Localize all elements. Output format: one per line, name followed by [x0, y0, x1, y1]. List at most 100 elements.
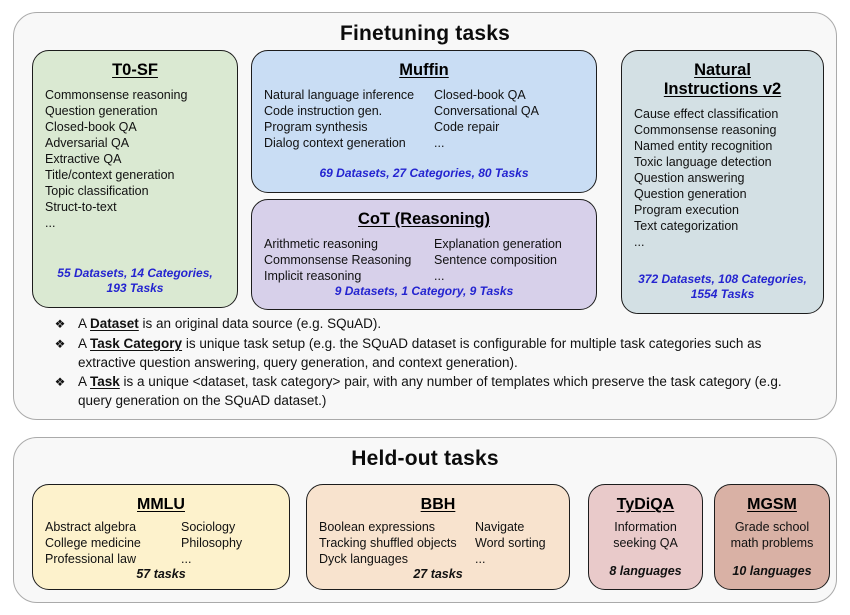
cot-title: CoT (Reasoning): [358, 210, 490, 228]
definition-pre: A: [78, 336, 91, 351]
mmlu-title: MMLU: [137, 496, 185, 513]
t0sf-title: T0-SF: [112, 61, 158, 79]
mmlu-count: 57 tasks: [136, 567, 186, 581]
task-item: ...: [434, 269, 445, 283]
task-item: Program synthesis: [264, 120, 368, 134]
tydiqa-description: Information seeking QA: [595, 519, 696, 551]
definition-text: A Dataset is an original data source (e.…: [78, 314, 818, 334]
description-line: Information: [614, 520, 677, 534]
task-item: ...: [634, 235, 645, 249]
definition-task: ❖ A Task is a unique <dataset, task cate…: [42, 372, 818, 410]
stats-line: 55 Datasets, 14 Categories,: [57, 266, 213, 280]
diamond-bullet-icon: ❖: [54, 375, 66, 389]
bbh-task-list: Boolean expressions Tracking shuffled ob…: [319, 519, 557, 567]
stats-line: 1554 Tasks: [690, 287, 755, 301]
task-item: Code repair: [434, 120, 500, 134]
description-line: seeking QA: [613, 536, 678, 550]
cot-column-2: Explanation generation Sentence composit…: [434, 236, 562, 284]
task-item: Explanation generation: [434, 237, 562, 251]
task-item: Arithmetic reasoning: [264, 237, 378, 251]
tydiqa-count: 8 languages: [609, 564, 682, 578]
task-item: Adversarial QA: [45, 136, 130, 150]
t0sf-stats: 55 Datasets, 14 Categories, 193 Tasks: [45, 266, 225, 296]
mgsm-count: 10 languages: [732, 564, 812, 578]
task-item: ...: [45, 216, 56, 230]
cot-box: CoT (Reasoning) Arithmetic reasoning Com…: [251, 199, 597, 310]
muffin-column-1: Natural language inference Code instruct…: [264, 87, 434, 151]
t0sf-box: T0-SF Commonsense reasoning Question gen…: [32, 50, 238, 308]
heldout-panel-title: Held-out tasks: [351, 447, 499, 470]
task-item: ...: [181, 552, 192, 566]
muffin-title: Muffin: [399, 61, 449, 79]
task-item: ...: [475, 552, 486, 566]
niv2-title-line: Instructions v2: [663, 80, 782, 98]
bbh-box: BBH Boolean expressions Tracking shuffle…: [306, 484, 570, 590]
task-item: Topic classification: [45, 184, 149, 198]
mmlu-column-2: Sociology Philosophy ...: [181, 519, 242, 567]
description-line: math problems: [730, 536, 814, 550]
definition-dataset: ❖ A Dataset is an original data source (…: [42, 314, 818, 334]
task-item: Program execution: [634, 203, 739, 217]
cot-column-1: Arithmetic reasoning Commonsense Reasoni…: [264, 236, 434, 284]
bbh-title: BBH: [420, 496, 456, 513]
definition-pre: A: [78, 374, 91, 389]
mmlu-task-list: Abstract algebra College medicine Profes…: [45, 519, 277, 567]
definition-text: A Task is a unique <dataset, task catego…: [78, 372, 818, 410]
task-item: Implicit reasoning: [264, 269, 362, 283]
finetuning-panel-title: Finetuning tasks: [339, 22, 511, 45]
definition-rest: is an original data source (e.g. SQuAD).: [138, 316, 382, 331]
task-item: Question answering: [634, 171, 745, 185]
task-item: Text categorization: [634, 219, 739, 233]
task-item: Professional law: [45, 552, 137, 566]
task-item: Extractive QA: [45, 152, 122, 166]
task-item: Conversational QA: [434, 104, 539, 118]
bbh-column-2: Navigate Word sorting ...: [475, 519, 546, 567]
task-item: Title/context generation: [45, 168, 175, 182]
tydiqa-box: TyDiQA Information seeking QA 8 language…: [588, 484, 703, 590]
tydiqa-title: TyDiQA: [616, 496, 675, 513]
diamond-bullet-icon: ❖: [54, 317, 66, 331]
definition-term: Dataset: [90, 316, 139, 331]
task-item: Dialog context generation: [264, 136, 406, 150]
mmlu-box: MMLU Abstract algebra College medicine P…: [32, 484, 290, 590]
definition-rest: is a unique <dataset, task category> pai…: [78, 374, 782, 408]
task-item: Question generation: [634, 187, 747, 201]
stats-line: 193 Tasks: [106, 281, 164, 295]
bbh-count: 27 tasks: [413, 567, 463, 581]
definition-term: Task: [90, 374, 120, 389]
diamond-bullet-icon: ❖: [54, 337, 66, 351]
task-item: Sociology: [181, 520, 236, 534]
niv2-stats: 372 Datasets, 108 Categories, 1554 Tasks: [634, 272, 811, 302]
niv2-task-list: Cause effect classification Commonsense …: [634, 106, 811, 250]
held-out-tasks-panel: Held-out tasks MMLU Abstract algebra Col…: [13, 437, 837, 603]
stats-line: 372 Datasets, 108 Categories,: [638, 272, 807, 286]
task-item: Cause effect classification: [634, 107, 779, 121]
muffin-task-list: Natural language inference Code instruct…: [264, 87, 584, 151]
natural-instructions-v2-box: Natural Instructions v2 Cause effect cla…: [621, 50, 824, 314]
definition-task-category: ❖ A Task Category is unique task setup (…: [42, 334, 818, 372]
cot-task-list: Arithmetic reasoning Commonsense Reasoni…: [264, 236, 584, 284]
mgsm-description: Grade school math problems: [720, 519, 824, 551]
task-item: College medicine: [45, 536, 141, 550]
mmlu-column-1: Abstract algebra College medicine Profes…: [45, 519, 181, 567]
task-item: Struct-to-text: [45, 200, 117, 214]
niv2-title: Natural Instructions v2: [634, 61, 811, 99]
task-item: Abstract algebra: [45, 520, 137, 534]
task-item: Named entity recognition: [634, 139, 773, 153]
definitions-list: ❖ A Dataset is an original data source (…: [42, 314, 818, 410]
muffin-column-2: Closed-book QA Conversational QA Code re…: [434, 87, 539, 151]
mgsm-title: MGSM: [747, 496, 797, 513]
task-item: Commonsense Reasoning: [264, 253, 412, 267]
task-item: Word sorting: [475, 536, 546, 550]
muffin-stats: 69 Datasets, 27 Categories, 80 Tasks: [319, 166, 529, 180]
muffin-box: Muffin Natural language inference Code i…: [251, 50, 597, 193]
definition-pre: A: [78, 316, 91, 331]
bbh-column-1: Boolean expressions Tracking shuffled ob…: [319, 519, 475, 567]
definition-rest: is unique task setup (e.g. the SQuAD dat…: [78, 336, 762, 370]
cot-stats: 9 Datasets, 1 Category, 9 Tasks: [334, 284, 514, 298]
task-item: Philosophy: [181, 536, 243, 550]
task-item: Dyck languages: [319, 552, 408, 566]
mgsm-box: MGSM Grade school math problems 10 langu…: [714, 484, 830, 590]
task-item: Closed-book QA: [434, 88, 526, 102]
definition-text: A Task Category is unique task setup (e.…: [78, 334, 818, 372]
